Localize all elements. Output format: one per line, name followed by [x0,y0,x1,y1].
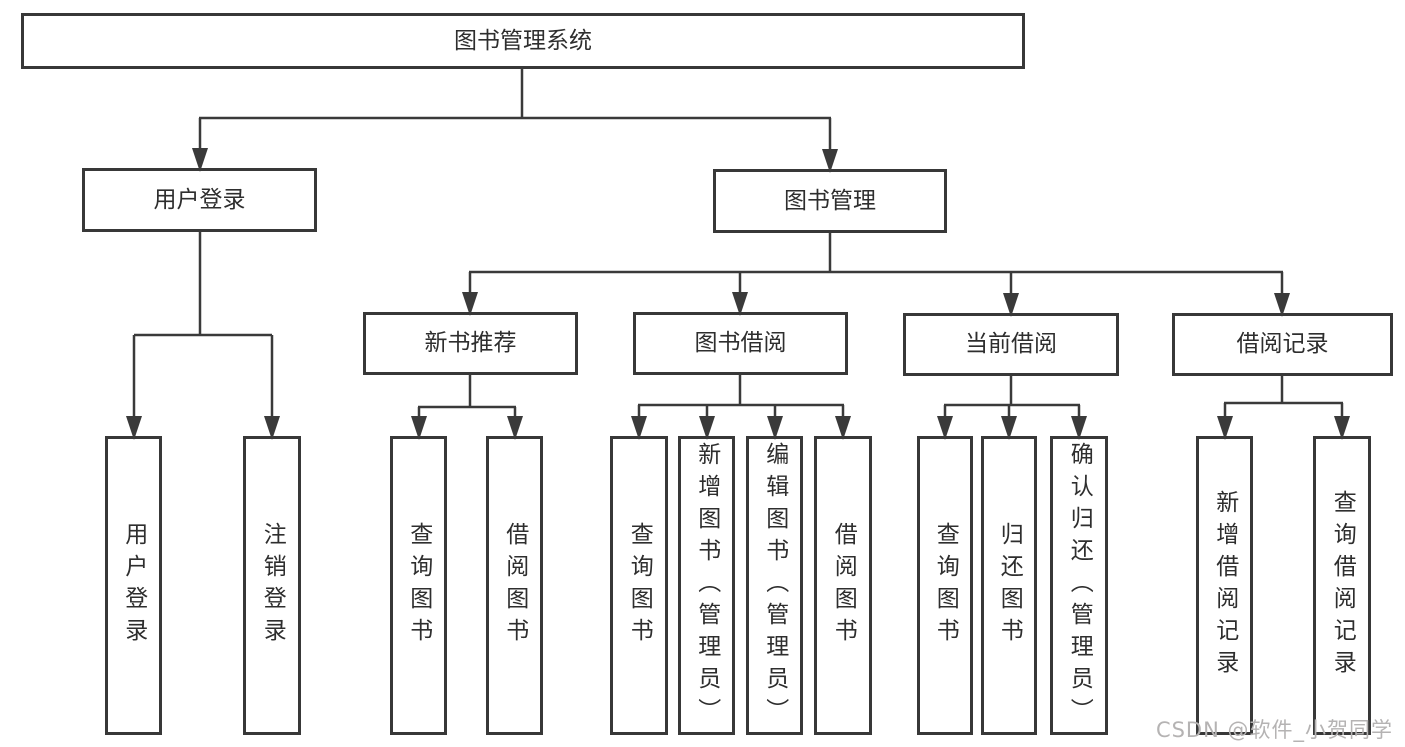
node-label: 图书管理系统 [454,27,592,54]
node-label: 当前借阅 [965,331,1057,357]
connector-arrows [126,118,1350,440]
node-label: 查询图书 [626,521,653,650]
node-label: 借阅记录 [1236,331,1329,357]
node-borrow-records: 借阅记录 [1172,313,1393,376]
leaf-user-login: 用户登录 [105,436,162,735]
leaf-logout: 注销登录 [243,436,301,735]
node-book-management: 图书管理 [713,169,947,233]
node-label: 借阅图书 [501,521,528,650]
node-label: 借阅图书 [830,521,857,650]
node-label: 查询图书 [405,521,432,650]
node-label: 图书借阅 [694,330,787,356]
leaf-add-book-admin: 新增图书（管理员） [678,436,735,735]
leaf-query-books-current: 查询图书 [917,436,973,735]
leaf-confirm-return-admin: 确认归还（管理员） [1050,436,1108,735]
leaf-add-borrow-record: 新增借阅记录 [1196,436,1253,735]
leaf-edit-book-admin: 编辑图书（管理员） [746,436,803,735]
node-label: 用户登录 [120,521,147,650]
node-new-book-recommend: 新书推荐 [363,312,578,375]
node-label: 新书推荐 [424,330,517,356]
leaf-borrow-books-newbook: 借阅图书 [486,436,543,735]
node-label: 新增图书（管理员） [693,441,720,730]
node-book-borrow: 图书借阅 [633,312,848,375]
node-label: 图书管理 [784,187,876,214]
node-label: 注销登录 [259,521,286,650]
node-label: 查询借阅记录 [1329,489,1356,682]
leaf-return-book: 归还图书 [981,436,1037,735]
leaf-query-books-newbook: 查询图书 [390,436,447,735]
node-label: 确认归还（管理员） [1066,441,1093,730]
node-label: 用户登录 [153,186,246,213]
node-label: 归还图书 [996,521,1023,650]
node-library-management-system: 图书管理系统 [21,13,1025,69]
node-label: 新增借阅记录 [1211,489,1238,682]
node-label: 编辑图书（管理员） [761,441,788,730]
leaf-query-borrow-record: 查询借阅记录 [1313,436,1371,735]
leaf-borrow-books-borrow: 借阅图书 [814,436,872,735]
leaf-query-books-borrow: 查询图书 [610,436,668,735]
node-label: 查询图书 [932,521,959,650]
node-current-borrow: 当前借阅 [903,313,1119,376]
csdn-watermark: CSDN @软件_小贺同学 [1155,718,1393,742]
node-user-login: 用户登录 [82,168,317,232]
